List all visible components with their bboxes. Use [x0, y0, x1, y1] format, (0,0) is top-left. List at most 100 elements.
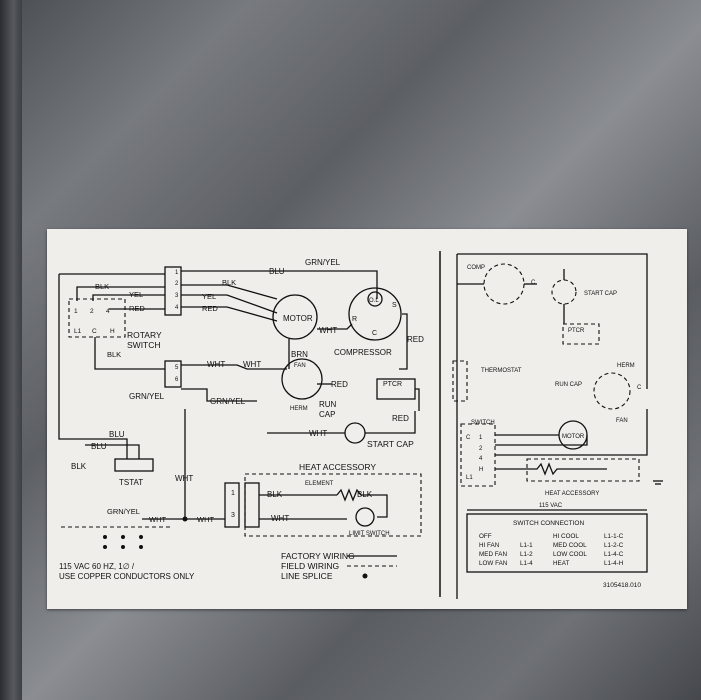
switch-num: 4	[106, 308, 110, 315]
compressor-label: COMPRESSOR	[334, 348, 392, 357]
switch-term: C	[92, 328, 97, 335]
switch-term: H	[110, 328, 115, 335]
comp-term: C	[372, 330, 377, 337]
wire-label: RED	[202, 304, 218, 313]
wire-label: BLK	[357, 490, 373, 499]
run-cap-label: CAP	[319, 410, 335, 419]
thermostat-box	[452, 360, 468, 402]
part-number: 3105418.010	[603, 582, 641, 589]
comp-term: R	[352, 316, 357, 323]
wire-label: YEL	[129, 290, 143, 299]
wire-label: BLU	[91, 442, 107, 451]
limit-switch-symbol	[355, 507, 375, 527]
wire-label: WHT	[175, 474, 193, 483]
wire-label: RED	[392, 414, 409, 423]
run-cap-r	[593, 372, 631, 410]
switch-r-term: 4	[479, 456, 483, 462]
wire-label: GRN/YEL	[129, 392, 165, 401]
table-cell: L1-1	[520, 542, 533, 549]
switch-r-term: 2	[479, 446, 483, 452]
wire-label: WHT	[197, 515, 214, 524]
terminal-num: 3	[175, 293, 179, 299]
table-cell: HI COOL	[553, 533, 579, 540]
wire-label: GRN/YEL	[305, 258, 341, 267]
terminal-num: 4	[175, 305, 179, 311]
wire-label: WHT	[319, 326, 337, 335]
switch-r-term: C	[466, 435, 471, 441]
comp-term: S	[392, 302, 397, 309]
comp-symbol	[483, 263, 525, 305]
wiring-diagram-label: 1 2 3 4 5 6 ROTARY SWITCH L1 C H 1 2 4 B…	[47, 229, 687, 609]
table-cell: LOW COOL	[553, 551, 587, 558]
switch-term: L1	[74, 328, 82, 335]
terminal-num: 2	[175, 281, 179, 287]
compressor-symbol	[348, 287, 402, 341]
power-label: 115 VAC 60 HZ, 1∅ /	[59, 562, 135, 571]
wire-label: BLK	[107, 350, 121, 359]
table-cell: HI FAN	[479, 542, 500, 549]
rotary-switch-label: ROTARY	[127, 330, 162, 340]
wire-label: YEL	[202, 292, 216, 301]
motor-symbol	[272, 294, 318, 340]
switch-r-label: SWITCH	[471, 420, 495, 426]
table-cell: L1-2-C	[604, 542, 624, 549]
terminal-num: 1	[175, 270, 179, 276]
wire-label: BRN	[291, 350, 308, 359]
rotary-switch-box	[68, 298, 126, 338]
acc-num: 1	[231, 490, 235, 497]
power-label: USE COPPER CONDUCTORS ONLY	[59, 572, 195, 581]
thermostat-label: THERMOSTAT	[481, 368, 522, 374]
comp-term: O.L	[369, 298, 379, 304]
wire-label: BLK	[222, 278, 236, 287]
wiring-diagram: 1 2 3 4 5 6 ROTARY SWITCH L1 C H 1 2 4 B…	[58, 251, 663, 599]
wire-label: WHT	[243, 360, 261, 369]
tstat-box	[114, 458, 154, 472]
wire-label: WHT	[149, 515, 166, 524]
run-cap-label: RUN	[319, 400, 337, 409]
wire-label: BLU	[109, 430, 125, 439]
wire-label: BLK	[71, 462, 87, 471]
wire-label: WHT	[271, 514, 289, 523]
table-cell: MED FAN	[479, 551, 507, 558]
table-cell: HEAT	[553, 560, 569, 567]
terminal-strip-top	[164, 266, 182, 316]
wire-label: RED	[331, 380, 348, 389]
run-cap-symbol	[281, 358, 323, 400]
wire-label: WHT	[309, 429, 327, 438]
switch-r-term: 1	[479, 435, 483, 441]
legend-splice: LINE SPLICE	[281, 571, 333, 581]
acc-num: 3	[231, 512, 235, 519]
table-cell: L1-4-H	[604, 560, 624, 567]
limit-switch-label: LIMIT SWITCH	[349, 531, 390, 537]
table-cell: L1-4	[520, 560, 533, 567]
motor-label: MOTOR	[283, 314, 313, 323]
legend-field: FIELD WIRING	[281, 561, 339, 571]
wire-label: BLK	[267, 490, 283, 499]
table-cell: MED COOL	[553, 542, 587, 549]
wire-label: GRN/YEL	[210, 397, 246, 406]
switch-r-term: L1	[466, 475, 473, 481]
terminal-num: 5	[175, 365, 179, 371]
terminal-strip-bottom	[164, 360, 182, 388]
element-label: ELEMENT	[305, 481, 334, 487]
fan-r: FAN	[616, 418, 628, 424]
switch-r-term: H	[479, 467, 483, 473]
ptcr-r	[562, 323, 600, 345]
comp-c: C	[531, 280, 536, 286]
motor-r-label: MOTOR	[562, 434, 585, 440]
acc-terminal	[224, 482, 240, 528]
herm-c: C	[637, 385, 642, 391]
wire-label: WHT	[207, 360, 225, 369]
rotary-switch-label: SWITCH	[127, 340, 161, 350]
run-cap-r-label: RUN CAP	[555, 382, 582, 388]
run-cap-fan: FAN	[294, 363, 306, 369]
run-cap-herm: HERM	[290, 406, 308, 412]
wire-label: GRN/YEL	[107, 507, 140, 516]
ptcr-r-label: PTCR	[568, 328, 585, 334]
switch-num: 1	[74, 308, 78, 315]
heat-accessory-label: HEAT ACCESSORY	[299, 462, 376, 472]
wire-label: RED	[407, 335, 424, 344]
cabinet-edge	[0, 0, 22, 700]
comp-label: COMP	[467, 265, 485, 271]
start-cap-r-label: START CAP	[584, 291, 617, 297]
